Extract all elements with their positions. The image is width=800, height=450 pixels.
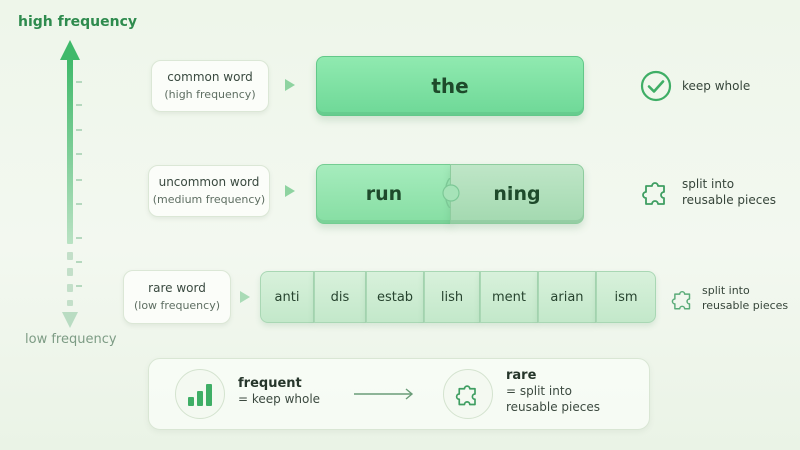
puzzle-connector [442,178,460,208]
rare-word-frequency: (low frequency) [133,298,221,312]
uncommon-word-frequency: (medium frequency) [152,192,266,206]
common-word-title: common word [167,70,253,85]
play-arrow-icon [285,79,295,91]
uncommon-word-label: uncommon word (medium frequency) [148,165,270,217]
token-dis: dis [314,271,366,323]
arrow-right-icon [354,388,414,400]
puzzle-badge [443,369,493,419]
common-word-frequency: (high frequency) [164,87,256,101]
split-line-2: reusable pieces [702,298,789,312]
frequent-text: = keep whole [238,392,321,406]
puzzle-icon [455,385,476,406]
bar-chart-icon [188,384,212,406]
frequency-axis [60,40,82,328]
token-ism: ism [596,271,656,323]
token-ning: ning [450,164,584,224]
token-the: the [316,56,584,116]
keep-whole-result: keep whole [640,70,750,102]
token-text: estab [376,289,414,305]
split-line-1: split into [702,284,750,297]
split-result-medium: split into reusable pieces [640,176,776,208]
split-result-rare: split into reusable pieces [670,284,788,314]
token-text: the [431,74,469,98]
keep-whole-text: keep whole [682,78,751,93]
token-text: ism [614,289,638,305]
puzzle-icon [671,290,691,310]
split-line-2: reusable pieces [682,193,776,208]
token-lish: lish [424,271,480,323]
frequent-summary: frequent = keep whole [238,376,320,407]
axis-down-arrow-icon [62,312,78,328]
frequent-title: frequent [238,376,302,391]
token-text: lish [440,289,464,305]
token-text: run [365,183,403,205]
rare-summary: rare = split into reusable pieces [506,368,600,415]
play-arrow-icon [285,185,295,197]
rare-text-line-1: = split into [506,384,572,398]
token-run: run [316,164,452,224]
play-arrow-icon [240,291,250,303]
check-circle-icon [640,70,672,102]
rare-word-label: rare word (low frequency) [123,270,231,324]
split-text: split into reusable pieces [682,176,776,208]
token-anti: anti [260,271,314,323]
token-text: ning [493,183,541,205]
rare-token-row: anti dis estab lish ment arian ism [260,271,656,323]
token-ment: ment [480,271,538,323]
split-line-1: split into [682,177,735,191]
axis-low-frequency-label: low frequency [25,332,117,347]
bar-chart-badge [175,369,225,419]
axis-high-frequency-label: high frequency [18,14,137,30]
rare-text-line-2: reusable pieces [506,400,600,415]
rare-word-title: rare word [148,281,206,296]
token-text: anti [274,289,300,305]
summary-panel: frequent = keep whole rare = split into … [148,358,650,430]
split-text: split into reusable pieces [702,284,788,314]
uncommon-word-title: uncommon word [158,175,260,190]
token-estab: estab [366,271,424,323]
axis-up-arrow-icon [60,40,80,60]
token-text: ment [492,289,526,305]
puzzle-icon [642,182,665,206]
token-text: arian [550,289,584,305]
common-word-label: common word (high frequency) [151,60,269,112]
token-text: dis [330,289,350,305]
token-arian: arian [538,271,596,323]
rare-title: rare [506,368,537,383]
